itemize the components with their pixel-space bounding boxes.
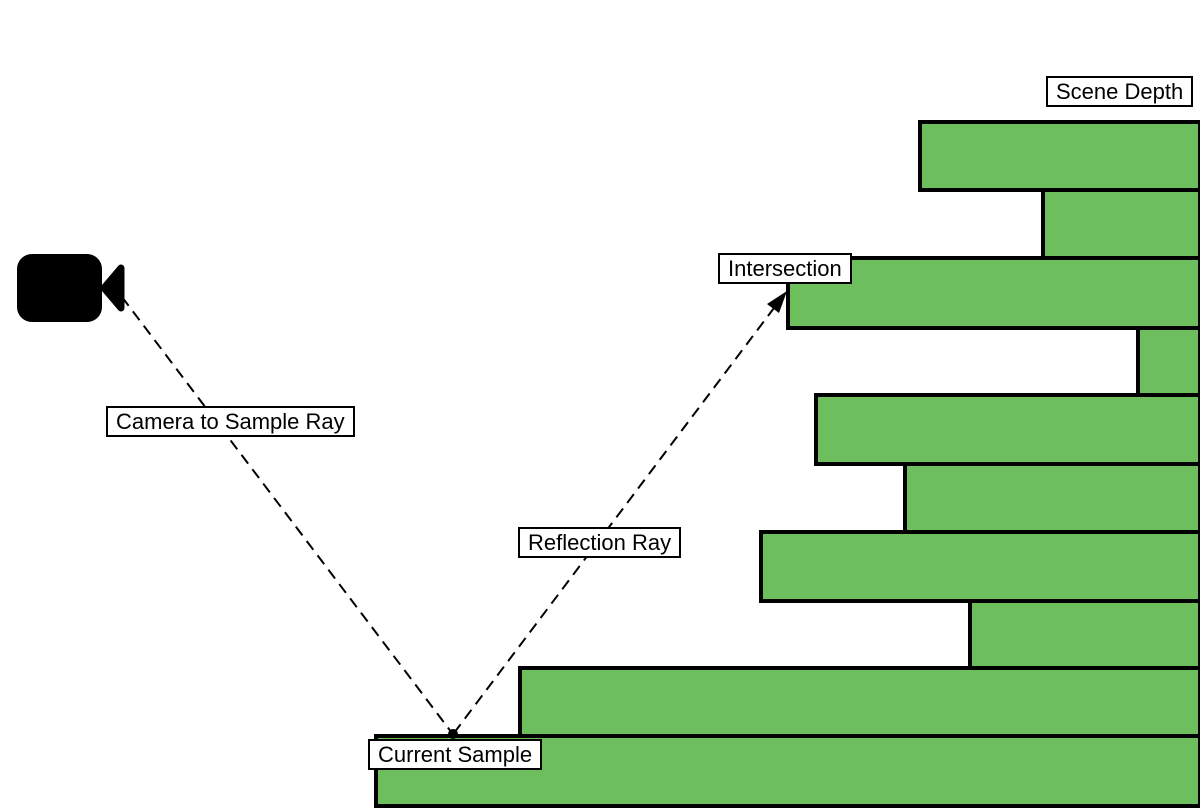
depth-bar [518,666,1200,738]
arrowhead-icon [767,291,787,313]
depth-bar [759,530,1200,603]
reflection-ray-label: Reflection Ray [518,527,682,558]
intersection-label: Intersection [718,253,852,284]
depth-bar [918,120,1200,192]
camera-to-sample-ray-label: Camera to Sample Ray [106,406,355,437]
reflection-ray-line [453,295,784,734]
current-sample-point [448,729,458,739]
depth-bar [1041,188,1200,260]
depth-bar [786,256,1200,330]
video-camera-icon [17,254,125,322]
depth-bar [1136,326,1200,397]
current-sample-label: Current Sample [368,739,543,770]
depth-bar [814,393,1200,466]
scene-depth-label: Scene Depth [1046,76,1194,107]
camera-lens [100,264,125,312]
depth-bar [968,599,1200,670]
camera-to-sample-ray-line [121,296,453,734]
depth-bars [374,120,1200,808]
depth-bar [903,462,1200,534]
camera-body [17,254,102,322]
